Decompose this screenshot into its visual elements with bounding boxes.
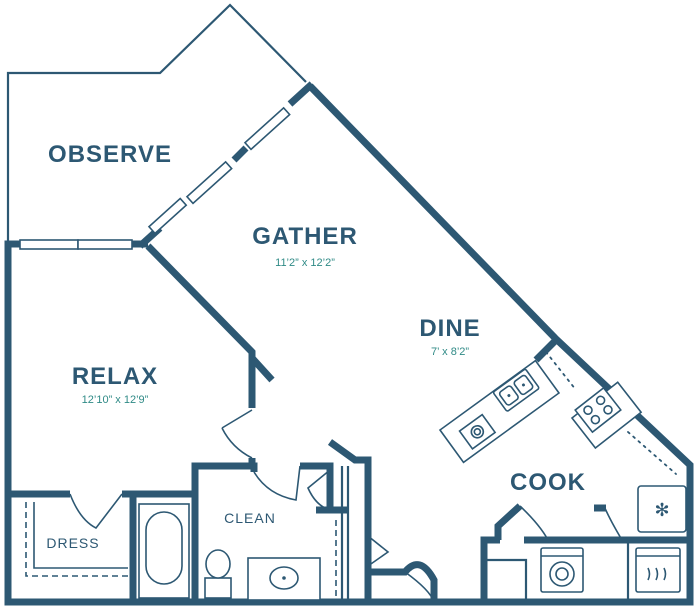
exterior-wall [4,83,694,606]
closet-inner [340,466,350,602]
room-label-relax: RELAX [72,363,158,390]
room-label-gather: GATHER [252,223,358,250]
pantry-door [519,505,623,541]
closet-wall [327,439,372,602]
dryer-icon [635,547,681,593]
upper-cabinet-line [545,351,577,391]
room-dimensions-dine: 7’ x 8’2” [431,346,469,358]
balcony-outline [6,3,307,245]
entry-door-swing [404,571,435,603]
bedroom-door-swing [221,409,253,459]
room-label-clean: CLEAN [224,510,276,526]
linen-door-swing [367,535,390,567]
room-dimensions-gather: 11’2” x 12’2” [275,257,335,269]
dishwasher-icon [458,413,497,451]
upper-cabinet-line-2 [627,431,677,475]
room-label-dine: DINE [419,315,480,342]
sliding-glass-door-left [19,239,133,250]
bedroom-door-stub [249,355,275,383]
bedroom-wall [145,243,256,408]
entry-wall [368,561,438,602]
cooktop-icon [574,386,622,434]
dress-shelf [33,502,128,569]
laundry-wall [524,504,690,544]
bath-divider [129,494,199,602]
closet-door-swing [307,469,331,511]
bathroom-sink-icon [247,557,321,601]
washer-icon [540,547,584,593]
interior-wall-bath [8,462,258,498]
kitchen-pantry-wall [480,503,523,602]
bath-door-swing [253,465,301,501]
dress-rod [25,502,128,577]
dress-door-swing [69,493,123,530]
sliding-glass-door-diagonal [137,81,315,249]
svg-text:✻: ✻ [654,500,669,521]
room-label-cook: COOK [510,469,586,496]
refrigerator-icon: ✻ [637,485,687,533]
toilet-icon [204,549,232,599]
bathtub-icon [138,503,190,599]
room-dimensions-relax: 12’10” x 12’9” [82,394,149,406]
sink-icon [492,368,540,412]
pantry-inner [484,558,528,602]
room-label-observe: OBSERVE [48,141,172,168]
room-label-dress: DRESS [46,535,99,551]
